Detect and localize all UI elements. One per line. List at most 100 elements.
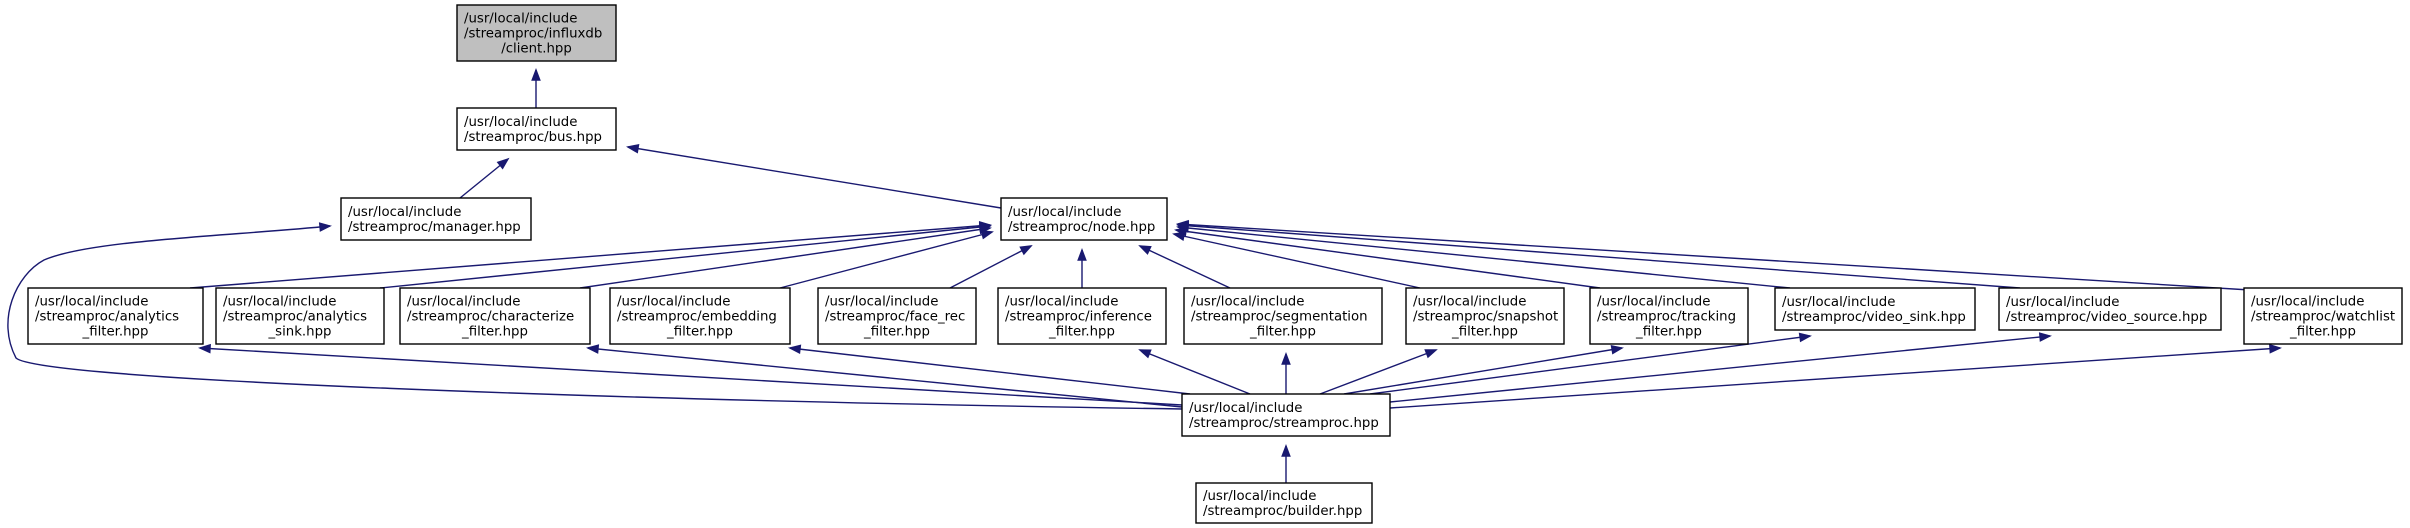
node-box bbox=[215, 287, 385, 345]
node-video-sink[interactable]: /usr/local/include/streamproc/video_sink… bbox=[1774, 287, 1976, 331]
node-label-line: /usr/local/include bbox=[825, 295, 938, 310]
node-label-line: /usr/local/include bbox=[1008, 205, 1121, 220]
edge-arrowhead bbox=[1019, 245, 1033, 256]
edges-layer bbox=[7, 68, 2282, 483]
node-label-line: /usr/local/include bbox=[1005, 295, 1118, 310]
edge-line bbox=[1177, 224, 2021, 289]
node-label-line: _filter.hpp bbox=[1635, 325, 1702, 340]
edge-line bbox=[7, 225, 1183, 410]
edge-line bbox=[587, 347, 1183, 408]
node-label-line: _sink.hpp bbox=[268, 325, 332, 340]
node-tracking-filter[interactable]: /usr/local/include/streamproc/tracking_f… bbox=[1589, 287, 1749, 345]
edge-line bbox=[579, 227, 991, 289]
node-box bbox=[1405, 287, 1565, 345]
node-box bbox=[2243, 287, 2403, 345]
node-inference-filter[interactable]: /usr/local/include/streamproc/inference_… bbox=[997, 287, 1167, 345]
edge-line bbox=[949, 245, 1032, 289]
edge-line bbox=[189, 224, 991, 289]
edge-snapshot_filter-to-node bbox=[1172, 231, 1421, 289]
node-analytics-sink[interactable]: /usr/local/include/streamproc/analytics_… bbox=[215, 287, 385, 345]
node-label-line: /usr/local/include bbox=[1413, 295, 1526, 310]
node-label-line: _filter.hpp bbox=[1048, 325, 1115, 340]
node-label-line: /streamproc/characterize bbox=[407, 310, 574, 325]
edge-arrowhead bbox=[1138, 349, 1152, 359]
node-label-line: /streamproc/node.hpp bbox=[1008, 220, 1155, 235]
node-box bbox=[997, 287, 1167, 345]
node-manager[interactable]: /usr/local/include/streamproc/manager.hp… bbox=[340, 197, 532, 241]
node-label-line: _filter.hpp bbox=[2289, 325, 2356, 340]
node-label-line: /streamproc/bus.hpp bbox=[464, 130, 602, 145]
edge-streamproc-to-video_sink bbox=[1369, 332, 1812, 395]
edge-line bbox=[379, 225, 991, 289]
node-label-line: /streamproc/streamproc.hpp bbox=[1189, 416, 1379, 431]
node-node[interactable]: /usr/local/include/streamproc/node.hpp bbox=[1000, 197, 1168, 241]
node-bus[interactable]: /usr/local/include/streamproc/bus.hpp bbox=[456, 107, 617, 151]
edge-streamproc-to-analytics_filter bbox=[198, 343, 1183, 406]
edge-streamproc-to-watchlist_filter bbox=[1389, 343, 2282, 409]
node-label-line: /usr/local/include bbox=[1203, 489, 1316, 504]
node-label-line: /streamproc/inference bbox=[1005, 310, 1152, 325]
node-builder[interactable]: /usr/local/include/streamproc/builder.hp… bbox=[1195, 482, 1373, 524]
edge-segmentation_filter-to-node bbox=[1138, 245, 1231, 289]
edge-streamproc-to-snapshot_filter bbox=[1319, 349, 1438, 395]
edge-arrowhead bbox=[198, 343, 211, 354]
node-box bbox=[1998, 287, 2222, 331]
edge-line bbox=[1319, 349, 1437, 395]
edge-arrowhead bbox=[1610, 345, 1624, 355]
node-box bbox=[456, 4, 617, 62]
edge-line bbox=[1177, 223, 2251, 291]
edge-arrowhead bbox=[1424, 349, 1438, 359]
edge-streamproc-to-segmentation_filter bbox=[1281, 352, 1291, 394]
node-label-line: _filter.hpp bbox=[863, 325, 930, 340]
node-client[interactable]: /usr/local/include/streamproc/influxdb/c… bbox=[456, 4, 617, 62]
node-snapshot-filter[interactable]: /usr/local/include/streamproc/snapshot_f… bbox=[1405, 287, 1565, 345]
edge-line bbox=[789, 347, 1191, 395]
node-label-line: /usr/local/include bbox=[1597, 295, 1710, 310]
node-label-line: /streamproc/influxdb bbox=[464, 27, 602, 42]
edge-characterize_filter-to-node bbox=[579, 224, 992, 289]
node-embedding-filter[interactable]: /usr/local/include/streamproc/embedding_… bbox=[609, 287, 791, 345]
edge-arrowhead bbox=[318, 222, 332, 232]
node-face-rec-filter[interactable]: /usr/local/include/streamproc/face_rec_f… bbox=[817, 287, 977, 345]
node-label-line: /usr/local/include bbox=[2006, 295, 2119, 310]
node-watchlist-filter[interactable]: /usr/local/include/streamproc/watchlist_… bbox=[2243, 287, 2403, 345]
edge-streamproc-to-embedding_filter bbox=[788, 344, 1191, 395]
node-label-line: /streamproc/tracking bbox=[1597, 310, 1736, 325]
node-box bbox=[817, 287, 977, 345]
node-label-line: /streamproc/video_sink.hpp bbox=[1782, 310, 1966, 325]
node-label-line: /usr/local/include bbox=[1191, 295, 1304, 310]
edge-face_rec_filter-to-node bbox=[949, 245, 1033, 289]
edge-streamproc-to-inference_filter bbox=[1138, 349, 1251, 395]
node-label-line: _filter.hpp bbox=[1249, 325, 1316, 340]
edge-arrowhead bbox=[496, 157, 510, 170]
node-label-line: /usr/local/include bbox=[464, 115, 577, 130]
edge-line bbox=[1389, 347, 2281, 409]
node-label-line: /usr/local/include bbox=[348, 205, 461, 220]
node-box bbox=[1000, 197, 1168, 241]
edge-arrowhead bbox=[2038, 332, 2052, 342]
node-box bbox=[1774, 287, 1976, 331]
edge-line bbox=[1173, 233, 1421, 289]
node-label-line: _filter.hpp bbox=[666, 325, 733, 340]
edge-streamproc-to-characterize_filter bbox=[586, 344, 1183, 408]
node-box bbox=[1181, 393, 1391, 437]
node-streamproc[interactable]: /usr/local/include/streamproc/streamproc… bbox=[1181, 393, 1391, 437]
edge-line bbox=[1343, 347, 1623, 395]
node-analytics-filter[interactable]: /usr/local/include/streamproc/analytics_… bbox=[27, 287, 204, 345]
node-box bbox=[27, 287, 204, 345]
node-video-source[interactable]: /usr/local/include/streamproc/video_sour… bbox=[1998, 287, 2222, 331]
node-label-line: /usr/local/include bbox=[464, 12, 577, 27]
node-characterize-filter[interactable]: /usr/local/include/streamproc/characteri… bbox=[399, 287, 591, 345]
edge-arrowhead bbox=[788, 344, 802, 354]
node-box bbox=[340, 197, 532, 241]
edge-streamproc-to-video_source bbox=[1389, 332, 2052, 403]
node-box bbox=[1183, 287, 1383, 345]
node-box bbox=[399, 287, 591, 345]
edge-manager-to-bus bbox=[459, 157, 510, 199]
node-label-line: _filter.hpp bbox=[461, 325, 528, 340]
edge-arrowhead bbox=[2269, 343, 2282, 354]
edge-arrowhead bbox=[1176, 219, 1189, 230]
node-segmentation-filter[interactable]: /usr/local/include/streamproc/segmentati… bbox=[1183, 287, 1383, 345]
edge-arrowhead bbox=[1172, 231, 1186, 242]
edge-arrowhead bbox=[626, 144, 640, 154]
